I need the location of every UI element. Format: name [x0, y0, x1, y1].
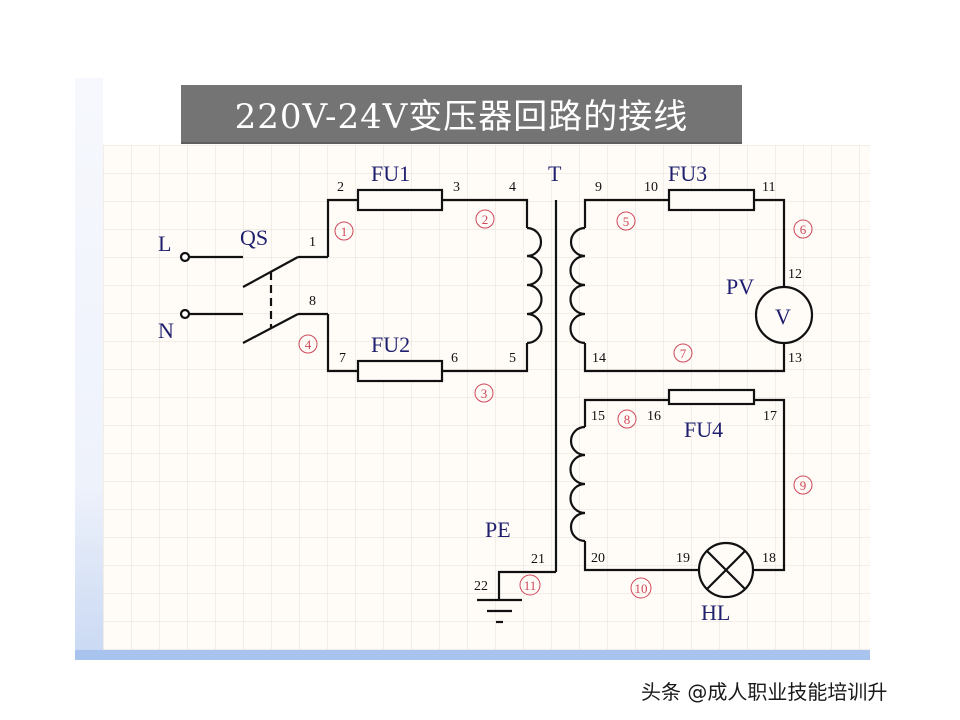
terminal-19: 19: [676, 551, 690, 566]
svg-text:1: 1: [341, 224, 348, 239]
slide-bottom-accent-bar: [75, 650, 870, 660]
label-PV-symbol: V: [775, 304, 791, 329]
terminal-10: 10: [644, 180, 658, 195]
label-PV: PV: [726, 274, 754, 299]
label-QS: QS: [240, 225, 268, 250]
primary-winding: [526, 226, 543, 345]
terminal-13: 13: [788, 351, 802, 366]
node-marker-5: 5: [616, 211, 636, 231]
secondary-winding-1: [569, 226, 586, 345]
svg-text:4: 4: [305, 337, 312, 352]
svg-text:10: 10: [635, 581, 648, 596]
lamp-hl: [697, 541, 755, 599]
terminal-6: 6: [451, 351, 458, 366]
node-marker-4: 4: [298, 334, 318, 354]
secondary-winding-2: [569, 425, 586, 543]
fuse-fu4: [667, 388, 756, 406]
terminal-12: 12: [788, 267, 802, 282]
svg-text:3: 3: [481, 386, 488, 401]
node-marker-8: 8: [617, 409, 637, 429]
terminal-17: 17: [763, 409, 777, 424]
ground-pe: [477, 570, 556, 624]
svg-text:5: 5: [623, 214, 630, 229]
label-N: N: [158, 318, 174, 343]
voltmeter-circuit-wiring: [583, 198, 786, 373]
svg-text:11: 11: [524, 578, 537, 593]
lamp-circuit-wiring: [583, 398, 786, 572]
node-marker-10: 10: [630, 577, 652, 599]
label-FU1: FU1: [371, 161, 410, 186]
node-marker-11: 11: [519, 574, 541, 596]
terminal-1: 1: [309, 235, 316, 250]
terminal-11: 11: [762, 180, 775, 195]
terminal-21: 21: [531, 552, 545, 567]
label-PE: PE: [485, 517, 511, 542]
label-FU2: FU2: [371, 332, 410, 357]
terminal-4: 4: [509, 180, 516, 195]
svg-text:2: 2: [482, 212, 489, 227]
terminal-8: 8: [309, 294, 316, 309]
title-banner: 220V-24V变压器回路的接线: [181, 85, 742, 144]
terminal-22: 22: [474, 579, 488, 594]
terminal-2: 2: [337, 180, 344, 195]
switch-qs: [242, 255, 328, 344]
terminal-9: 9: [595, 180, 602, 195]
slide-left-accent-bar: [75, 78, 103, 660]
terminal-18: 18: [762, 551, 776, 566]
input-terminal-N: [179, 308, 243, 320]
label-L: L: [158, 231, 171, 256]
terminal-15: 15: [591, 409, 605, 424]
node-marker-7: 7: [673, 343, 693, 363]
diagram-title: 220V-24V变压器回路的接线: [234, 97, 689, 137]
input-terminal-L: [179, 251, 243, 263]
terminal-5: 5: [509, 351, 516, 366]
svg-text:9: 9: [800, 478, 807, 493]
terminal-16: 16: [647, 409, 661, 424]
node-marker-1: 1: [334, 221, 354, 241]
terminal-20: 20: [591, 551, 605, 566]
terminal-3: 3: [453, 180, 460, 195]
fuse-fu2: [356, 359, 444, 383]
label-T: T: [548, 161, 562, 186]
watermark-text: 头条 @成人职业技能培训升: [641, 680, 888, 704]
terminal-7: 7: [339, 351, 346, 366]
label-FU3: FU3: [668, 161, 707, 186]
svg-text:6: 6: [800, 222, 807, 237]
node-marker-6: 6: [793, 219, 813, 239]
primary-wiring: [326, 198, 529, 373]
svg-text:7: 7: [680, 346, 687, 361]
label-HL: HL: [701, 600, 730, 625]
node-marker-9: 9: [793, 475, 813, 495]
voltmeter-pv: [754, 285, 814, 345]
node-marker-3: 3: [474, 383, 494, 403]
fuse-fu3: [667, 188, 756, 212]
label-FU4: FU4: [684, 417, 723, 442]
terminal-14: 14: [592, 351, 606, 366]
fuse-fu1: [356, 188, 444, 212]
node-marker-2: 2: [475, 209, 495, 229]
svg-text:8: 8: [624, 412, 631, 427]
